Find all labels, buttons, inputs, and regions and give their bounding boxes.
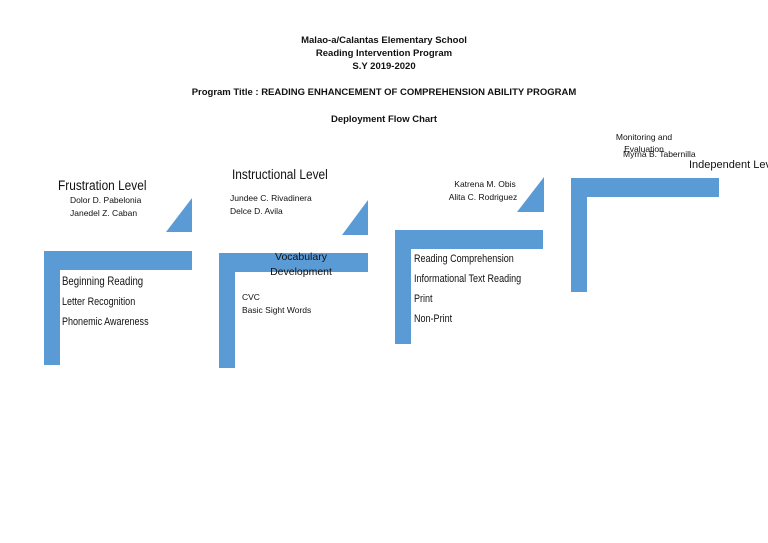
step3-person-2: Alita C. Rodriguez xyxy=(448,192,518,202)
step2-bracket xyxy=(219,253,368,368)
step3-item-4: Non-Print xyxy=(414,313,453,325)
step3-bracket xyxy=(395,230,543,344)
step1-level: Frustration Level xyxy=(58,178,147,193)
step4-person-1: Myrna B. Tabernilla xyxy=(623,149,696,159)
step4-label-line-1: Monitoring and xyxy=(615,132,673,142)
step2-item-1: CVC xyxy=(242,292,260,302)
step1-person-1: Dolor D. Pabelonia xyxy=(70,195,142,205)
step1-person-2: Janedel Z. Caban xyxy=(70,208,138,218)
step1-bracket xyxy=(44,251,192,365)
step1-triangle xyxy=(166,198,192,232)
step2-heading-line-1: Vocabulary xyxy=(275,251,327,263)
step1-item-2: Phonemic Awareness xyxy=(62,316,149,328)
step2-person-2: Delce D. Avila xyxy=(230,206,283,216)
step3-person-1: Katrena M. Obis xyxy=(454,179,516,189)
chart-title: Deployment Flow Chart xyxy=(330,114,438,125)
step2-item-2: Basic Sight Words xyxy=(242,305,312,315)
step2-heading-line-2: Development xyxy=(270,266,332,278)
step3-triangle xyxy=(517,177,544,212)
step4-level: Independent Level xyxy=(689,159,768,171)
step2-level: Instructional Level xyxy=(232,167,328,182)
program-title: Program Title : READING ENHANCEMENT OF C… xyxy=(191,87,577,98)
step4-bracket xyxy=(571,178,719,292)
step2-heading: Vocabulary Development xyxy=(256,250,346,280)
step1-item-1: Letter Recognition xyxy=(62,296,136,308)
step3-item-1: Reading Comprehension xyxy=(414,253,514,265)
step3-item-2: Informational Text Reading xyxy=(414,273,522,285)
step3-item-3: Print xyxy=(414,293,433,305)
step2-triangle xyxy=(342,200,368,235)
step1-heading: Beginning Reading xyxy=(62,274,144,288)
school-year: S.Y 2019-2020 xyxy=(352,61,416,72)
program-name: Reading Intervention Program xyxy=(315,48,453,59)
step4-label: Monitoring and Evaluation xyxy=(598,131,690,156)
step2-person-1: Jundee C. Rivadinera xyxy=(230,193,312,203)
step4-label-line-2: Evaluation xyxy=(624,144,664,154)
school-name: Malao-a/Calantas Elementary School xyxy=(301,35,467,46)
